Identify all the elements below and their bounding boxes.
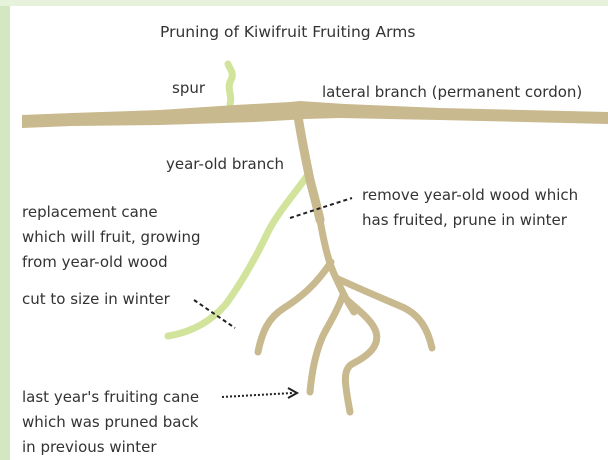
label-replacement-line-3: from year-old wood [22,250,168,275]
frame-top-strip [0,0,608,6]
label-last-year-line-2: which was pruned back [22,410,198,435]
pointer-arrow [222,388,297,398]
spur [228,64,232,104]
diagram-title: Pruning of Kiwifruit Fruiting Arms [160,22,415,42]
label-year-old-branch: year-old branch [166,152,284,177]
label-last-year-line-1: last year's fruiting cane [22,385,199,410]
label-replacement-line-2: which will fruit, growing [22,225,201,250]
label-spur: spur [172,76,205,101]
label-replacement-line-1: replacement cane [22,200,158,225]
label-remove-line-2: has fruited, prune in winter [362,208,567,233]
label-remove-line-1: remove year-old wood which [362,183,578,208]
replacement-cane [168,176,307,336]
frame-left-strip [0,0,10,460]
label-lateral-branch: lateral branch (permanent cordon) [322,80,582,105]
year-old-branch [298,116,320,220]
label-cut-to-size: cut to size in winter [22,287,170,312]
fruited-year-old-wood [258,220,432,412]
lateral-branch [22,101,608,128]
label-last-year-line-3: in previous winter [22,435,157,460]
